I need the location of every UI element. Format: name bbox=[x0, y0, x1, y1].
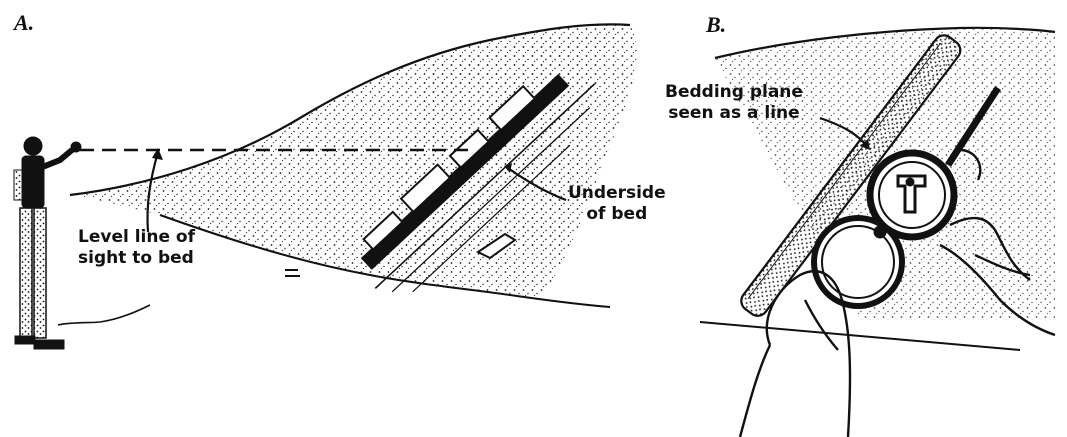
panel-b-letter: B. bbox=[706, 12, 726, 38]
geologist-figure bbox=[14, 137, 81, 349]
label-bedding-plane: Bedding plane seen as a line bbox=[665, 82, 803, 124]
label-level-line-of-sight: Level line of sight to bed bbox=[78, 227, 195, 269]
label-underside-of-bed-line2: of bed bbox=[568, 204, 666, 225]
ground-scribble bbox=[58, 305, 150, 325]
label-underside-of-bed: Underside of bed bbox=[568, 183, 666, 225]
label-bedding-plane-line2: seen as a line bbox=[665, 103, 803, 124]
label-level-line-of-sight-line2: sight to bed bbox=[78, 248, 195, 269]
label-bedding-plane-line1: Bedding plane bbox=[665, 82, 803, 103]
panel-a-letter: A. bbox=[14, 10, 34, 36]
label-level-line-of-sight-line1: Level line of bbox=[78, 227, 195, 248]
panel-a-drawing bbox=[14, 24, 637, 349]
label-underside-of-bed-line1: Underside bbox=[568, 183, 666, 204]
ground-line-b bbox=[700, 322, 1020, 350]
